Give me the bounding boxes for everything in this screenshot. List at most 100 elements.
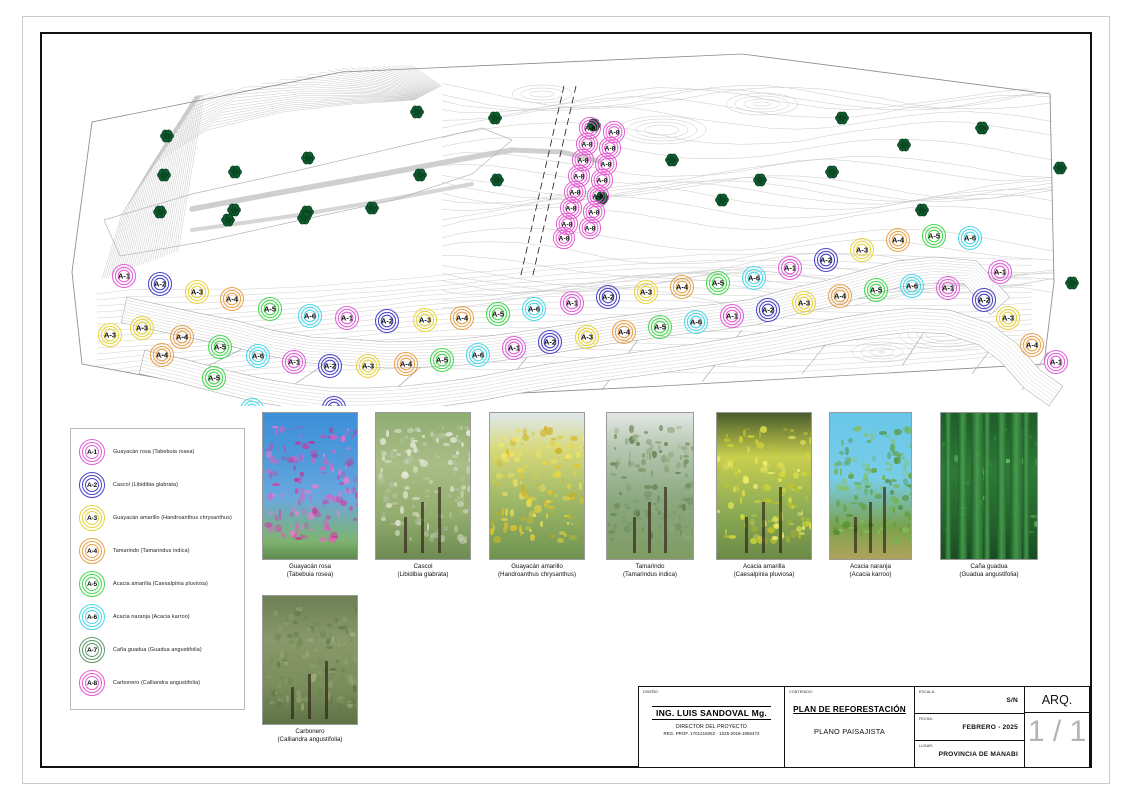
planting-marker-a-6[interactable]: A-6 bbox=[245, 343, 271, 369]
planting-marker-a-3[interactable]: A-3 bbox=[355, 353, 381, 379]
planting-marker-a-4[interactable]: A-4 bbox=[149, 342, 175, 368]
planting-marker-a-1[interactable]: A-1 bbox=[559, 290, 585, 316]
planting-marker-code: A-2 bbox=[602, 293, 614, 302]
photo-texture bbox=[1033, 475, 1037, 483]
photo-texture bbox=[382, 494, 390, 503]
planting-marker-a-2[interactable]: A-2 bbox=[317, 353, 343, 379]
planting-marker-a-6[interactable]: A-6 bbox=[465, 342, 491, 368]
planting-marker-a-6[interactable]: A-6 bbox=[521, 296, 547, 322]
planting-marker-a-1[interactable]: A-1 bbox=[281, 349, 307, 375]
planting-marker-a-8[interactable]: A-8 bbox=[552, 226, 576, 250]
planting-marker-a-1[interactable]: A-1 bbox=[334, 305, 360, 331]
planting-marker-a-3[interactable]: A-3 bbox=[574, 324, 600, 350]
planting-marker-a-4[interactable]: A-4 bbox=[1019, 332, 1045, 358]
photo-texture bbox=[534, 505, 542, 513]
planting-marker-code: A-4 bbox=[834, 292, 847, 301]
planting-marker-a-8[interactable]: A-8 bbox=[598, 136, 622, 160]
planting-marker-code: A-2 bbox=[381, 317, 393, 326]
planting-marker-a-8[interactable]: A-8 bbox=[567, 164, 591, 188]
photo-texture bbox=[264, 448, 272, 452]
planting-marker-a-2[interactable]: A-2 bbox=[595, 284, 621, 310]
photo-texture bbox=[415, 426, 420, 433]
planting-marker-a-4[interactable]: A-4 bbox=[827, 283, 853, 309]
planting-marker-a-2[interactable]: A-2 bbox=[971, 287, 997, 313]
legend-item-label: Acacia amarilla (Caesalpinia pluviosa) bbox=[113, 581, 208, 587]
planting-marker-a-4[interactable]: A-4 bbox=[393, 351, 419, 377]
planting-marker-a-2[interactable]: A-2 bbox=[147, 271, 173, 297]
planting-marker-a-2[interactable]: A-2 bbox=[374, 308, 400, 334]
planting-marker-a-2[interactable]: A-2 bbox=[322, 395, 346, 407]
photo-texture bbox=[553, 442, 557, 446]
photo-texture bbox=[432, 531, 440, 538]
planting-marker-a-3[interactable]: A-3 bbox=[129, 315, 155, 341]
photo-texture bbox=[309, 450, 318, 453]
planting-marker-a-6[interactable]: A-6 bbox=[297, 303, 323, 329]
planting-marker-a-8[interactable]: A-8 bbox=[578, 216, 602, 240]
planting-marker-a-2[interactable]: A-2 bbox=[813, 247, 839, 273]
planting-marker-a-4[interactable]: A-4 bbox=[169, 324, 195, 350]
planting-marker-a-5[interactable]: A-5 bbox=[257, 296, 283, 322]
planting-marker-a-8[interactable]: A-8 bbox=[571, 148, 595, 172]
planting-marker-a-6[interactable]: A-6 bbox=[741, 265, 767, 291]
planting-marker-code: A-5 bbox=[870, 286, 882, 295]
planting-marker-a-6[interactable]: A-6 bbox=[899, 273, 925, 299]
planting-marker-a-5[interactable]: A-5 bbox=[201, 365, 227, 391]
photo-texture bbox=[672, 510, 676, 515]
planting-marker-a-6[interactable]: A-6 bbox=[683, 309, 709, 335]
planting-marker-a-5[interactable]: A-5 bbox=[705, 270, 731, 296]
planting-marker-a-8[interactable]: A-8 bbox=[590, 168, 614, 192]
photo-texture bbox=[388, 481, 395, 489]
photo-texture bbox=[848, 474, 855, 479]
photo-texture bbox=[296, 426, 303, 429]
planting-marker-a-4[interactable]: A-4 bbox=[219, 286, 245, 312]
photo-texture bbox=[879, 430, 887, 435]
photo-texture bbox=[729, 535, 737, 540]
planting-marker-a-3[interactable]: A-3 bbox=[995, 305, 1021, 331]
existing-tree-icon bbox=[835, 111, 849, 125]
planting-marker-a-5[interactable]: A-5 bbox=[921, 223, 947, 249]
planting-marker-a-8[interactable]: A-8 bbox=[563, 180, 587, 204]
planting-marker-a-1[interactable]: A-1 bbox=[777, 255, 803, 281]
planting-marker-a-8[interactable]: A-8 bbox=[586, 184, 610, 208]
planting-marker-a-3[interactable]: A-3 bbox=[633, 279, 659, 305]
planting-marker-a-4[interactable]: A-4 bbox=[885, 227, 911, 253]
planting-marker-a-8[interactable]: A-8 bbox=[602, 120, 626, 144]
marker-ring bbox=[82, 475, 102, 495]
planting-marker-a-4[interactable]: A-4 bbox=[449, 305, 475, 331]
planting-marker-a-3[interactable]: A-3 bbox=[97, 322, 123, 348]
planting-marker-a-5[interactable]: A-5 bbox=[429, 347, 455, 373]
photo-texture bbox=[348, 679, 355, 686]
planting-marker-a-8[interactable]: A-8 bbox=[582, 200, 606, 224]
planting-marker-a-8[interactable]: A-8 bbox=[578, 116, 602, 140]
planting-marker-a-3[interactable]: A-3 bbox=[849, 237, 875, 263]
planting-marker-a-8[interactable]: A-8 bbox=[575, 132, 599, 156]
photo-texture bbox=[412, 511, 420, 516]
planting-marker-a-6[interactable]: A-6 bbox=[957, 225, 983, 251]
planting-marker-a-8[interactable]: A-8 bbox=[559, 196, 583, 220]
planting-marker-a-1[interactable]: A-1 bbox=[935, 275, 961, 301]
planting-marker-a-6[interactable]: A-6 bbox=[240, 397, 264, 407]
planting-marker-a-3[interactable]: A-3 bbox=[412, 307, 438, 333]
planting-marker-a-4[interactable]: A-4 bbox=[669, 274, 695, 300]
planting-marker-a-1[interactable]: A-1 bbox=[1043, 349, 1069, 375]
planting-marker-a-3[interactable]: A-3 bbox=[791, 290, 817, 316]
photo-texture bbox=[893, 459, 901, 465]
planting-marker-a-4[interactable]: A-4 bbox=[611, 319, 637, 345]
planting-marker-a-1[interactable]: A-1 bbox=[501, 335, 527, 361]
planting-marker-code: A-6 bbox=[304, 312, 316, 321]
planting-marker-a-8[interactable]: A-8 bbox=[594, 152, 618, 176]
planting-marker-a-1[interactable]: A-1 bbox=[719, 303, 745, 329]
planting-marker-a-8[interactable]: A-8 bbox=[555, 212, 579, 236]
planting-marker-a-2[interactable]: A-2 bbox=[755, 297, 781, 323]
planting-marker-a-5[interactable]: A-5 bbox=[207, 334, 233, 360]
planting-marker-a-1[interactable]: A-1 bbox=[111, 263, 137, 289]
planting-marker-a-5[interactable]: A-5 bbox=[485, 301, 511, 327]
planting-marker-a-3[interactable]: A-3 bbox=[184, 279, 210, 305]
planting-marker-a-2[interactable]: A-2 bbox=[537, 329, 563, 355]
planting-marker-a-5[interactable]: A-5 bbox=[647, 314, 673, 340]
planting-marker-a-5[interactable]: A-5 bbox=[863, 277, 889, 303]
planting-marker-a-1[interactable]: A-1 bbox=[987, 259, 1013, 285]
